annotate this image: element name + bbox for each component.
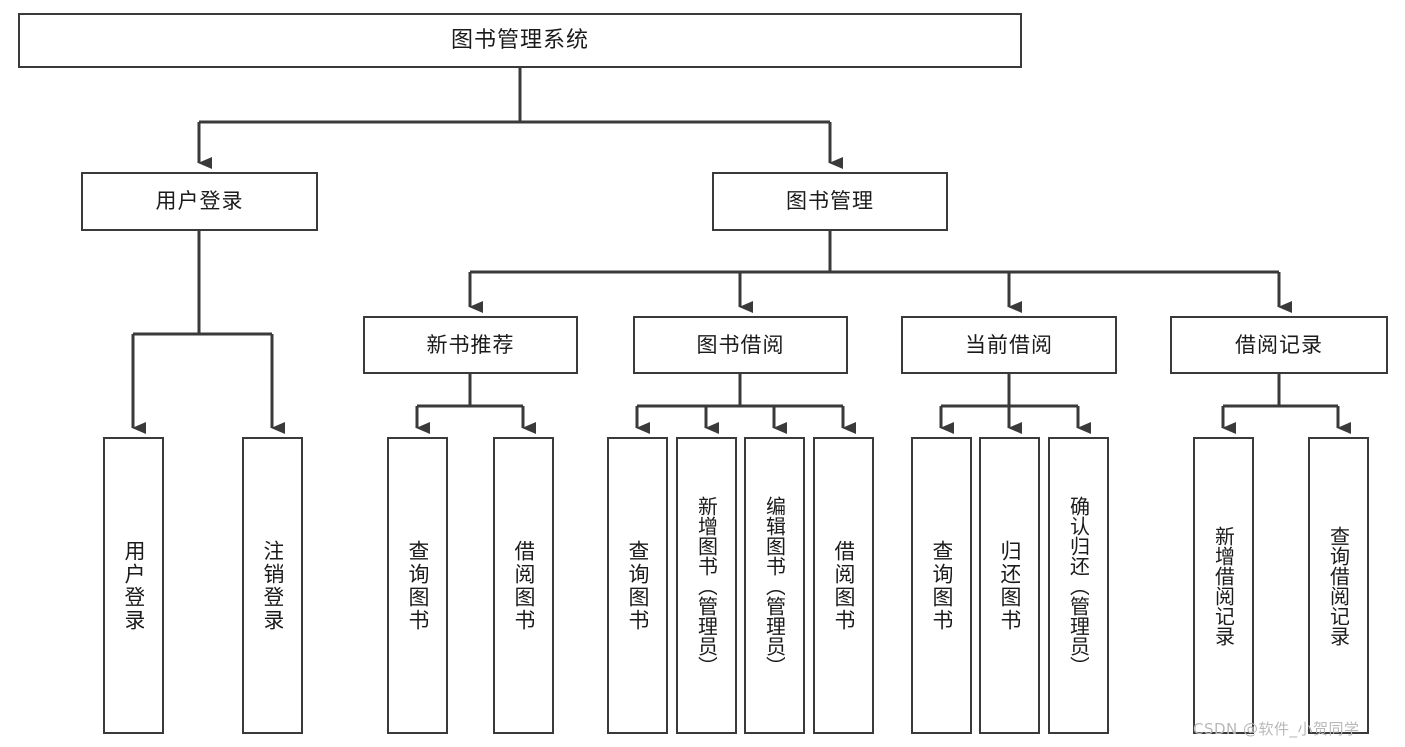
leaf-query-book-recommend[interactable]: 查询图书 [387, 437, 448, 734]
node-label: 新增图书（管理员） [696, 495, 717, 676]
leaf-borrow-book[interactable]: 借阅图书 [813, 437, 874, 734]
leaf-borrow-book-recommend[interactable]: 借阅图书 [493, 437, 554, 734]
leaf-add-book-admin[interactable]: 新增图书（管理员） [676, 437, 737, 734]
node-label: 借阅图书 [833, 539, 854, 632]
node-new-book-recommend[interactable]: 新书推荐 [363, 316, 578, 374]
node-label: 查询图书 [931, 539, 952, 632]
node-label: 注销登录 [262, 539, 283, 632]
leaf-query-book-current[interactable]: 查询图书 [911, 437, 972, 734]
node-label: 查询借阅记录 [1328, 525, 1349, 646]
node-current-borrow[interactable]: 当前借阅 [901, 316, 1117, 374]
node-label: 新书推荐 [426, 332, 515, 357]
csdn-watermark: CSDN @软件_小贺同学 [1193, 720, 1360, 738]
node-user-login[interactable]: 用户登录 [81, 172, 318, 231]
leaf-query-book-borrow[interactable]: 查询图书 [607, 437, 668, 734]
leaf-return-book[interactable]: 归还图书 [979, 437, 1040, 734]
node-label: 归还图书 [999, 539, 1020, 632]
node-label: 当前借阅 [965, 332, 1053, 357]
node-borrow-records[interactable]: 借阅记录 [1170, 316, 1388, 374]
node-book-borrow[interactable]: 图书借阅 [633, 316, 848, 374]
node-label: 用户登录 [123, 539, 144, 632]
leaf-logout[interactable]: 注销登录 [242, 437, 303, 734]
leaf-edit-book-admin[interactable]: 编辑图书（管理员） [744, 437, 805, 734]
node-label: 新增借阅记录 [1213, 525, 1234, 646]
node-label: 图书管理系统 [450, 27, 589, 53]
leaf-confirm-return-admin[interactable]: 确认归还（管理员） [1048, 437, 1109, 734]
node-book-management[interactable]: 图书管理 [712, 172, 948, 231]
node-label: 查询图书 [627, 539, 648, 632]
leaf-add-borrow-record[interactable]: 新增借阅记录 [1193, 437, 1254, 734]
leaf-user-login[interactable]: 用户登录 [103, 437, 164, 734]
node-label: 图书借阅 [696, 332, 785, 357]
node-label: 借阅图书 [513, 539, 534, 632]
node-label: 编辑图书（管理员） [764, 495, 785, 676]
node-label: 用户登录 [155, 189, 244, 214]
node-label: 借阅记录 [1235, 332, 1323, 357]
node-label: 图书管理 [786, 189, 874, 214]
node-root-system[interactable]: 图书管理系统 [18, 13, 1022, 68]
leaf-query-borrow-record[interactable]: 查询借阅记录 [1308, 437, 1369, 734]
node-label: 确认归还（管理员） [1068, 495, 1089, 676]
node-label: 查询图书 [407, 539, 428, 632]
